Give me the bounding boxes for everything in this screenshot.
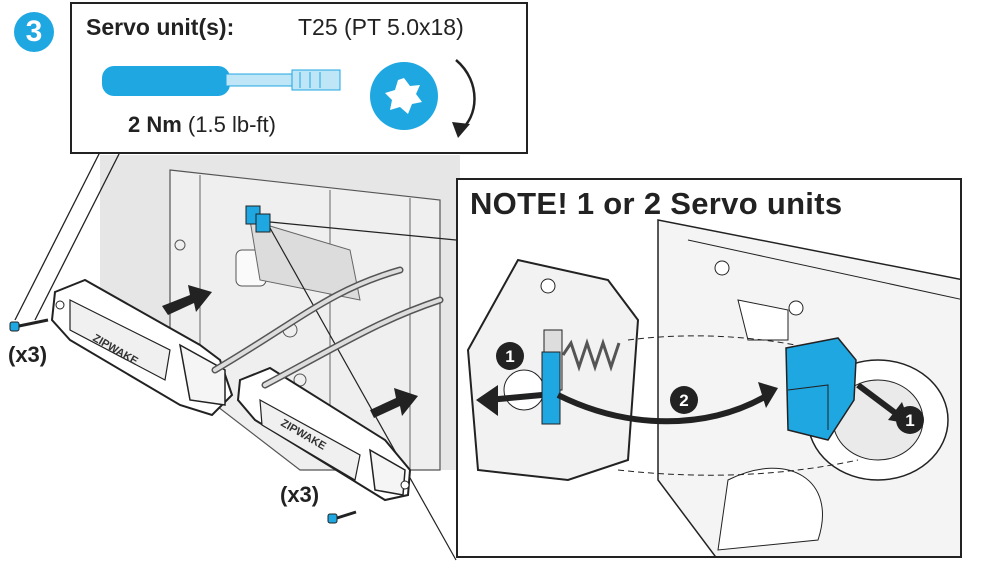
- note-title: NOTE! 1 or 2 Servo units: [470, 186, 843, 221]
- step-number-badge: 3: [14, 12, 54, 52]
- clip-blue-left: [541, 351, 561, 425]
- insert-arrow-icon: [162, 285, 212, 315]
- torque-imperial: (1.5 lb-ft): [187, 112, 276, 137]
- torque-value: 2 Nm: [128, 112, 182, 137]
- screw-qty-right: (x3): [280, 482, 320, 507]
- leader-line: [269, 221, 457, 241]
- callout-badge: [670, 386, 698, 414]
- torque-spec: 2 Nm (1.5 lb-ft): [128, 112, 276, 138]
- callout-badge: [496, 342, 524, 370]
- servo-clip-small: [245, 205, 271, 233]
- screw-icon: [327, 510, 357, 524]
- swap-arrow-icon: [556, 392, 770, 425]
- screw-qty-left: (x3): [8, 342, 48, 367]
- clip-blue-right: [785, 337, 857, 441]
- callout-3: 1: [905, 411, 914, 430]
- leader-line: [34, 151, 121, 321]
- leader-line: [14, 151, 101, 321]
- callout-1: 1: [505, 347, 514, 366]
- note-panel: 1 2 1: [456, 178, 962, 558]
- spring: [561, 338, 621, 372]
- insert-arrow-icon: [370, 388, 418, 418]
- tool-spec-title: Servo unit(s):: [86, 14, 235, 40]
- leader-line: [269, 227, 457, 561]
- callout-2: 2: [679, 391, 688, 410]
- push-arrow-icon: [856, 382, 900, 418]
- tool-bit-size: T25 (PT 5.0x18): [298, 14, 464, 40]
- screw-icon: [9, 318, 49, 332]
- clip-detail-illustration: 1 2 1: [466, 219, 960, 556]
- callout-badge: [896, 406, 924, 434]
